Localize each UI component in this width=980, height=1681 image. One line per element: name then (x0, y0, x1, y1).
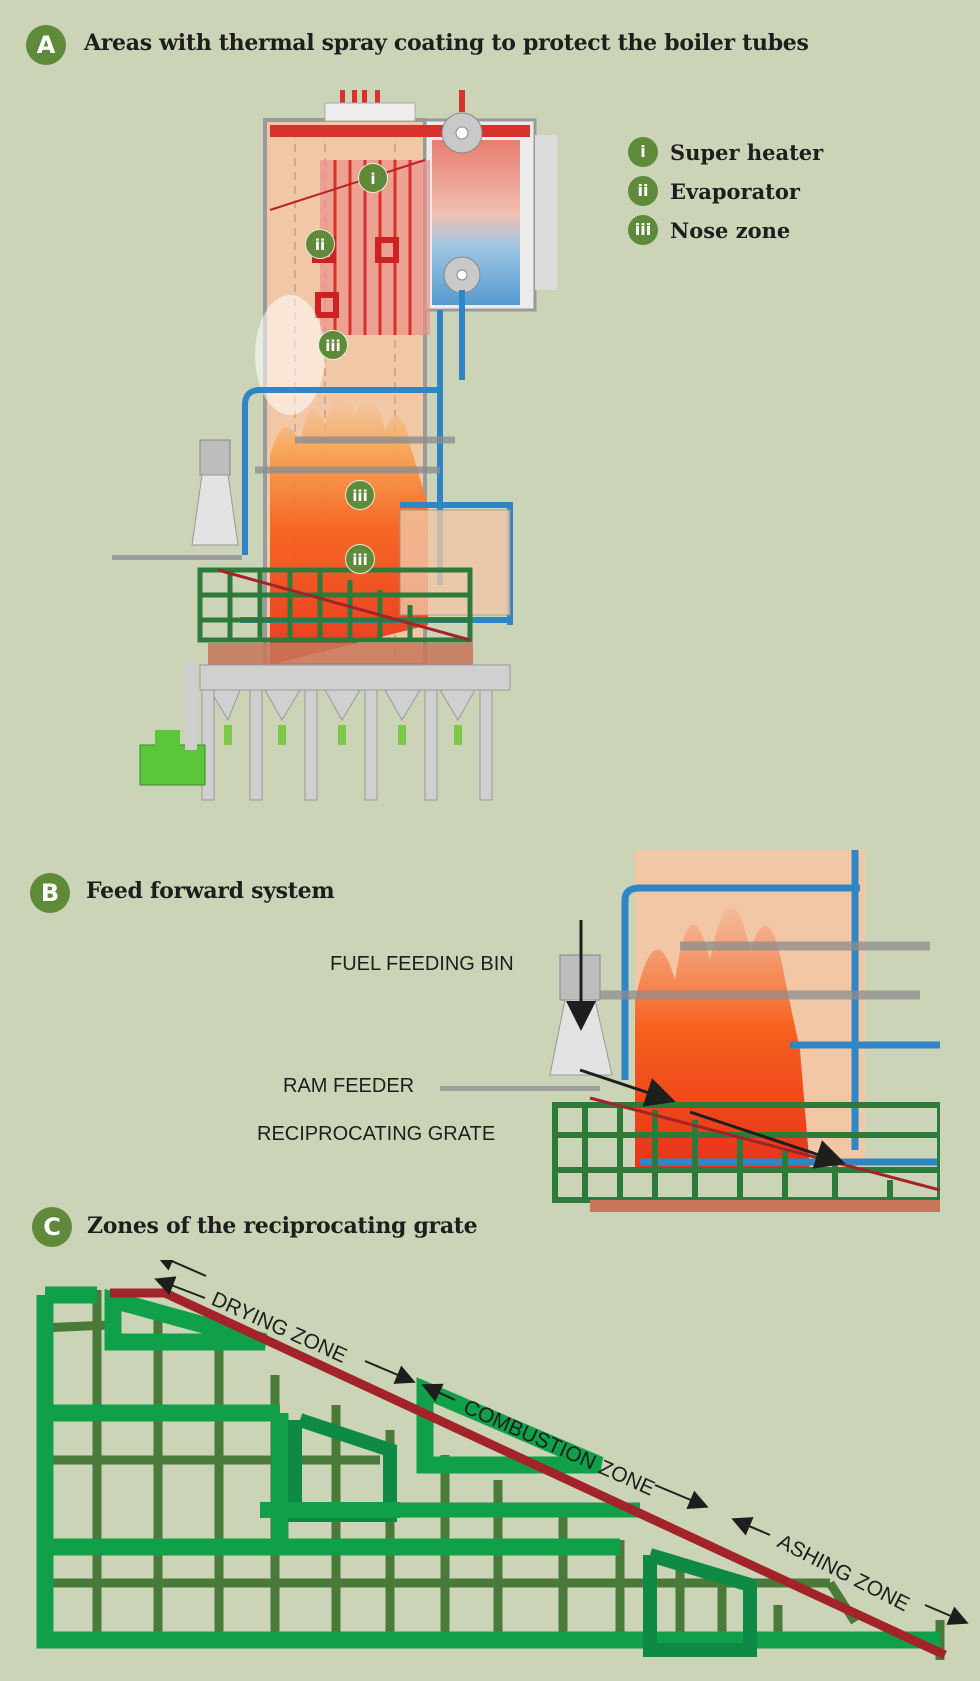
fuel-arrow-grate (689, 1110, 846, 1169)
callout-ram-feeder: RAM FEEDER (283, 1075, 415, 1097)
callout-fuel-feeding-bin: FUEL FEEDING BIN (330, 953, 514, 975)
legend-label: Evaporator (670, 178, 800, 204)
marker-super-heater: i (358, 163, 388, 193)
section-b-title: Feed forward system (86, 878, 335, 904)
ash-hoppers (199, 664, 511, 801)
boiler-diagram (112, 90, 557, 801)
water-pipes (621, 850, 940, 1166)
smoke (255, 295, 325, 415)
combustion-zone-arrow-start (421, 1383, 456, 1402)
section-a-title: Areas with thermal spray coating to prot… (84, 30, 809, 56)
drying-zone-arrow-start (154, 1260, 207, 1277)
section-b-badge: B (30, 873, 70, 913)
marker-nose-zone-1: iii (318, 330, 348, 360)
grate (197, 567, 473, 643)
fan-unit (139, 660, 206, 786)
secondary-chamber (399, 509, 511, 616)
legend-marker: ii (628, 176, 658, 206)
marker-nose-zone-2: iii (345, 480, 375, 510)
legend-label: Super heater (670, 139, 824, 165)
fuel-feeding-bin (112, 439, 242, 560)
legend-marker: i (628, 137, 658, 167)
grate-frame-light (36, 1286, 940, 1649)
legend-label: Nose zone (670, 217, 791, 243)
ram-feeder-rod (440, 1086, 600, 1091)
combustion-zone-arrow-end (654, 1484, 709, 1510)
fuel-arrow-ram (579, 1068, 676, 1107)
legend-item-nose-zone: iii Nose zone (628, 215, 790, 245)
section-c-title: Zones of the reciprocating grate (87, 1213, 478, 1239)
brick-base (590, 1200, 940, 1212)
marker-nose-zone-3: iii (345, 544, 375, 574)
ashing-zone-arrow-start (731, 1517, 771, 1536)
section-c-badge: C (32, 1207, 72, 1247)
ashing-zone-arrow-end (924, 1604, 969, 1625)
brick-base (208, 643, 473, 665)
feed-forward-diagram (440, 850, 940, 1212)
drying-zone-arrow-end (364, 1360, 416, 1384)
legend-marker: iii (628, 215, 658, 245)
callout-reciprocating-grate: RECIPROCATING GRATE (257, 1123, 496, 1145)
legend-item-evaporator: ii Evaporator (628, 176, 800, 206)
grate-surface (589, 1096, 940, 1192)
marker-evaporator: ii (305, 229, 335, 259)
legend-item-super-heater: i Super heater (628, 137, 823, 167)
steam-drum (432, 90, 520, 305)
section-a-badge: A (26, 25, 66, 65)
drying-zone-arrow-start (154, 1276, 206, 1299)
grate-zones-diagram: DRYING ZONE COMBUSTION ZONE ASHING ZONE (36, 1260, 969, 1660)
grate (552, 1102, 940, 1203)
